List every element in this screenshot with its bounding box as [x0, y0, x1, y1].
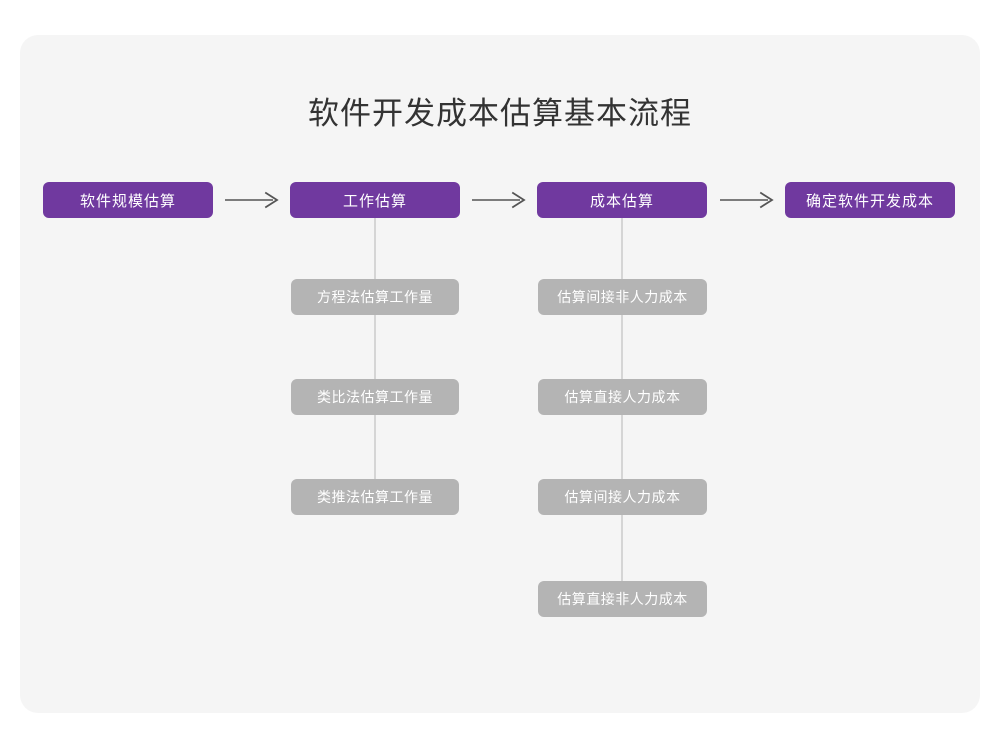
diagram-card: [20, 35, 980, 713]
connector-line-col2-seg2: [621, 314, 623, 380]
branch-node-label: 类比法估算工作量: [317, 389, 433, 405]
flow-node-effort-estimation[interactable]: 工作估算: [290, 182, 460, 218]
branch-node-indirect-labor-cost[interactable]: 估算间接人力成本: [538, 479, 707, 515]
flow-node-software-scale-estimation[interactable]: 软件规模估算: [43, 182, 213, 218]
arrow-right-icon-1: [225, 190, 283, 210]
branch-node-label: 方程法估算工作量: [317, 289, 433, 305]
flow-node-label: 工作估算: [342, 192, 407, 210]
branch-node-direct-nonlabor-cost[interactable]: 估算直接非人力成本: [538, 581, 707, 617]
connector-line-col2-seg3: [621, 414, 623, 480]
branch-node-inference-method-effort[interactable]: 类推法估算工作量: [291, 479, 459, 515]
flow-node-label: 成本估算: [589, 192, 654, 210]
branch-node-label: 估算直接非人力成本: [557, 591, 688, 607]
arrow-right-icon-3: [720, 190, 778, 210]
connector-line-col2-seg1: [621, 217, 623, 280]
flow-node-cost-estimation[interactable]: 成本估算: [537, 182, 707, 218]
branch-node-label: 估算直接人力成本: [564, 389, 681, 405]
branch-node-equation-method-effort[interactable]: 方程法估算工作量: [291, 279, 459, 315]
page-title: 软件开发成本估算基本流程: [308, 96, 692, 131]
branch-node-indirect-nonlabor-cost[interactable]: 估算间接非人力成本: [538, 279, 707, 315]
branch-node-analogy-method-effort[interactable]: 类比法估算工作量: [291, 379, 459, 415]
branch-node-label: 类推法估算工作量: [317, 489, 433, 505]
flow-node-label: 确定软件开发成本: [805, 192, 934, 210]
connector-line-col2-seg4: [621, 514, 623, 582]
branch-node-direct-labor-cost[interactable]: 估算直接人力成本: [538, 379, 707, 415]
branch-node-label: 估算间接人力成本: [564, 489, 681, 505]
flow-node-determine-development-cost[interactable]: 确定软件开发成本: [785, 182, 955, 218]
branch-node-label: 估算间接非人力成本: [557, 289, 688, 305]
connector-line-col1-seg2: [374, 314, 376, 380]
connector-line-col1-seg3: [374, 414, 376, 480]
connector-line-col1-seg1: [374, 217, 376, 280]
flow-node-label: 软件规模估算: [79, 192, 176, 210]
arrow-right-icon-2: [472, 190, 530, 210]
